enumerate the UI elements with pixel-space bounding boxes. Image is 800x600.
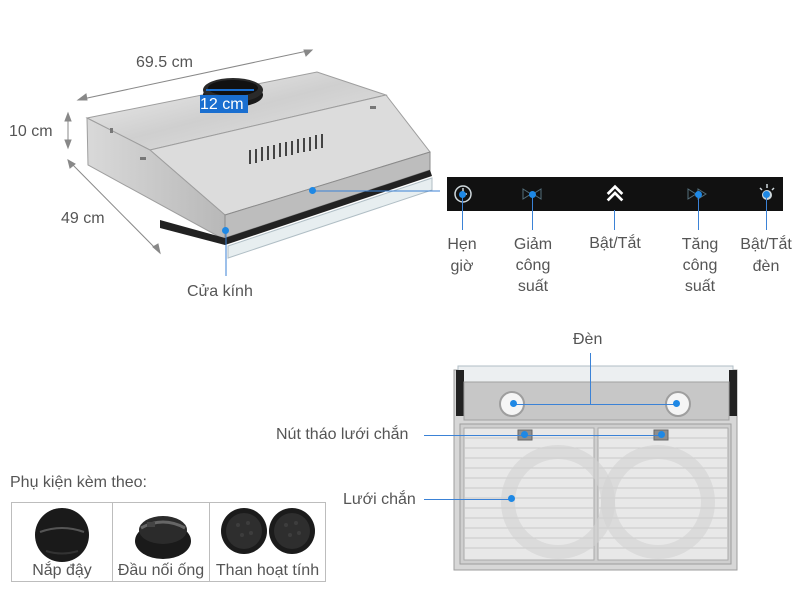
release-right-dot bbox=[658, 431, 665, 438]
filter-dot bbox=[508, 495, 515, 502]
power-pointer-line bbox=[614, 210, 615, 230]
speed-down-dot bbox=[529, 191, 536, 198]
accessory-duct-connector: Đầu nối ống bbox=[113, 503, 210, 581]
light-toggle-label: Bật/Tắt đèn bbox=[740, 236, 792, 275]
accessories-title: Phụ kiện kèm theo: bbox=[10, 474, 147, 491]
accessory-cap: Nắp đậy bbox=[12, 503, 113, 581]
timer-label: Hẹn giờ bbox=[447, 236, 477, 275]
power-label: Bật/Tắt bbox=[589, 235, 641, 252]
light-left-dot bbox=[510, 400, 517, 407]
accessories-box: Nắp đậy Đầu nối ống Than hoạt tính bbox=[11, 502, 326, 582]
control-panel bbox=[447, 177, 783, 211]
range-hood-bottom-view bbox=[453, 365, 738, 571]
filter-callout-line bbox=[424, 499, 512, 500]
light-callout-line-right bbox=[590, 404, 677, 405]
duct-diameter-label: 12 cm bbox=[200, 96, 244, 113]
light-callout-line-left bbox=[514, 404, 590, 405]
width-dimension-label: 69.5 cm bbox=[136, 54, 193, 71]
timer-pointer-line bbox=[462, 195, 463, 230]
speed-up-label: Tăng công suất bbox=[681, 236, 719, 295]
cap-image bbox=[35, 508, 89, 562]
range-hood-top-view bbox=[64, 49, 440, 276]
speed-up-pointer-line bbox=[698, 195, 699, 230]
filter-release-label: Nút tháo lưới chắn bbox=[276, 426, 409, 443]
speed-down-pointer-line bbox=[532, 195, 533, 230]
release-callout-line bbox=[424, 435, 662, 436]
light-pointer-line bbox=[766, 195, 767, 230]
glass-door-label: Cửa kính bbox=[187, 283, 253, 300]
glass-pointer-dot bbox=[222, 227, 229, 234]
duct-connector-image bbox=[135, 516, 191, 559]
light-dot bbox=[763, 191, 770, 198]
light-callout-line-vertical bbox=[590, 353, 591, 405]
speed-down-icon[interactable] bbox=[521, 183, 543, 205]
depth-dimension-label: 49 cm bbox=[61, 210, 105, 227]
height-dimension-label: 10 cm bbox=[9, 123, 53, 140]
accessory-carbon-filter-label: Than hoạt tính bbox=[215, 562, 320, 579]
speed-up-dot bbox=[695, 191, 702, 198]
light-label: Đèn bbox=[573, 331, 603, 348]
light-right-dot bbox=[673, 400, 680, 407]
panel-pointer-dot bbox=[309, 187, 316, 194]
timer-dot bbox=[459, 191, 466, 198]
release-left-dot bbox=[521, 431, 528, 438]
filter-label: Lưới chắn bbox=[343, 491, 416, 508]
power-icon[interactable] bbox=[604, 183, 626, 205]
accessory-duct-connector-label: Đầu nối ống bbox=[117, 562, 205, 579]
accessory-cap-label: Nắp đậy bbox=[32, 562, 92, 579]
carbon-filter-image bbox=[221, 508, 315, 554]
speed-down-label: Giảm công suất bbox=[513, 236, 553, 295]
accessory-carbon-filter: Than hoạt tính bbox=[210, 503, 325, 581]
